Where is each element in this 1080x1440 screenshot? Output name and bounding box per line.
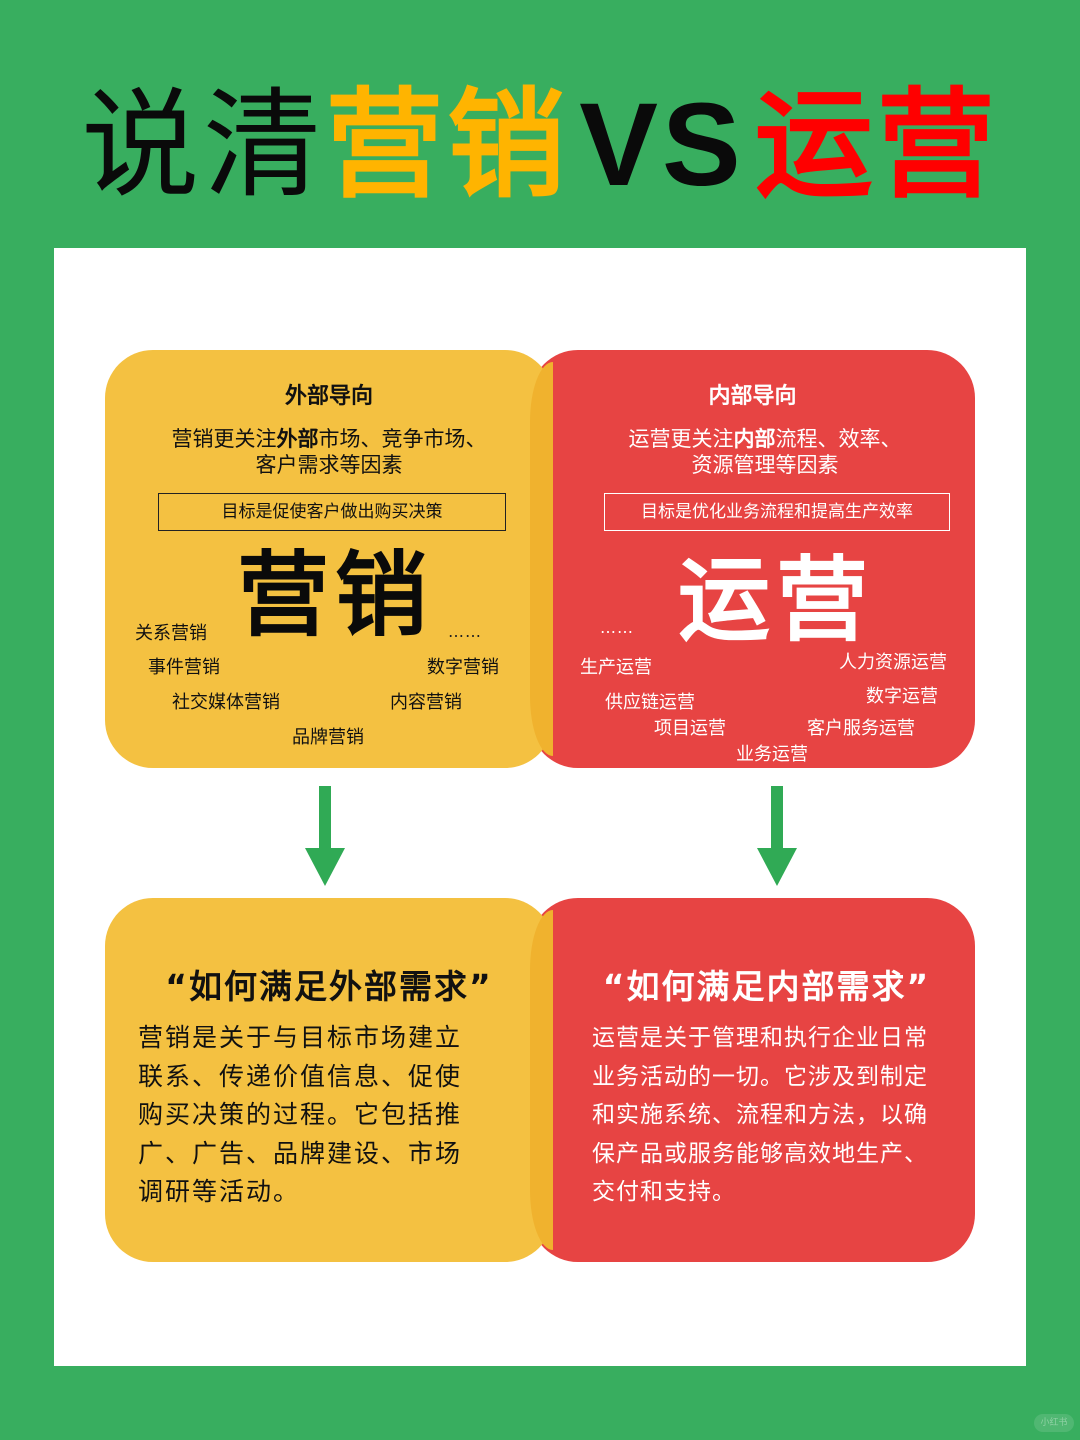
marketing-summary-line: 营销是关于与目标市场建立	[138, 1023, 463, 1052]
operations-summary-line: 运营是关于管理和执行企业日常	[592, 1025, 928, 1051]
operations-tag: 生产运营	[580, 657, 652, 678]
operations-tag: 客户服务运营	[807, 718, 915, 739]
operations-tag: 数字运营	[866, 686, 938, 707]
marketing-desc-pre: 营销更关注	[171, 427, 277, 451]
operations-desc-pre: 运营更关注	[628, 427, 734, 451]
operations-summary-line: 交付和支持。	[592, 1179, 736, 1205]
page-title: 说清 营销 VS 运营	[0, 70, 1080, 220]
operations-heading: 内部导向	[708, 384, 797, 409]
operations-tag: 业务运营	[736, 744, 808, 765]
card-overlap	[530, 362, 553, 756]
operations-summary-line: 保产品或服务能够高效地生产、	[592, 1140, 928, 1167]
marketing-summary-line: 购买决策的过程。它包括推	[138, 1100, 463, 1129]
marketing-tag: 品牌营销	[292, 727, 364, 748]
operations-ellipsis: ……	[600, 618, 634, 637]
operations-desc-line2: 资源管理等因素	[691, 453, 839, 477]
operations-summary-text: 运营是关于管理和执行企业日常 业务活动的一切。它涉及到制定 和实施系统、流程和方…	[592, 1019, 928, 1212]
arrow-down-icon	[757, 786, 797, 886]
operations-tag: 人力资源运营	[839, 652, 947, 673]
marketing-summary-line: 联系、传递价值信息、促使	[138, 1061, 463, 1091]
operations-summary-title: “如何满足内部需求”	[602, 967, 931, 1006]
operations-summary-line: 业务活动的一切。它涉及到制定	[592, 1063, 928, 1090]
marketing-ellipsis: ……	[448, 622, 482, 641]
operations-tag: 供应链运营	[605, 692, 695, 713]
operations-big-label: 运营	[678, 547, 875, 654]
title-vs: VS	[579, 79, 745, 211]
title-part-shuoqing: 说清	[81, 76, 326, 214]
marketing-desc-line2: 客户需求等因素	[255, 453, 403, 477]
marketing-heading: 外部导向	[284, 384, 373, 409]
marketing-desc-bold: 外部	[276, 427, 319, 451]
marketing-big-label: 营销	[237, 542, 434, 649]
operations-desc-post: 流程、效率、	[775, 427, 902, 451]
operations-summary-line: 和实施系统、流程和方法，以确	[592, 1102, 928, 1128]
title-part-marketing: 营销	[325, 76, 570, 214]
operations-goal-box: 目标是优化业务流程和提高生产效率	[604, 493, 950, 531]
title-part-operations: 运营	[754, 76, 999, 214]
watermark-logo: 小红书	[1034, 1414, 1074, 1432]
marketing-tag: 社交媒体营销	[172, 692, 280, 713]
operations-description: 运营更关注内部流程、效率、 资源管理等因素	[530, 426, 975, 478]
marketing-tag: 内容营销	[390, 692, 462, 713]
marketing-summary-title: “如何满足外部需求”	[165, 967, 493, 1006]
operations-summary-card: “如何满足内部需求” 运营是关于管理和执行企业日常 业务活动的一切。它涉及到制定…	[530, 898, 975, 1262]
marketing-summary-line: 调研等活动。	[138, 1177, 301, 1206]
marketing-tag: 关系营销	[135, 623, 207, 644]
card-overlap	[530, 910, 553, 1250]
operations-desc-bold: 内部	[733, 427, 776, 451]
marketing-card: 外部导向 营销更关注外部市场、竞争市场、 客户需求等因素 目标是促使客户做出购买…	[105, 350, 553, 768]
marketing-summary-text: 营销是关于与目标市场建立 联系、传递价值信息、促使 购买决策的过程。它包括推 广…	[138, 1019, 462, 1212]
operations-tag: 项目运营	[654, 718, 726, 739]
arrow-down-icon	[305, 786, 345, 886]
marketing-desc-post: 市场、竞争市场、	[318, 427, 487, 451]
operations-card: 内部导向 运营更关注内部流程、效率、 资源管理等因素 目标是优化业务流程和提高生…	[530, 350, 975, 768]
marketing-tag: 数字营销	[427, 657, 499, 678]
marketing-summary-line: 广、广告、品牌建设、市场	[138, 1138, 463, 1168]
marketing-tag: 事件营销	[148, 657, 220, 678]
marketing-goal-box: 目标是促使客户做出购买决策	[158, 493, 506, 531]
marketing-description: 营销更关注外部市场、竞争市场、 客户需求等因素	[105, 426, 553, 478]
marketing-summary-card: “如何满足外部需求” 营销是关于与目标市场建立 联系、传递价值信息、促使 购买决…	[105, 898, 553, 1262]
